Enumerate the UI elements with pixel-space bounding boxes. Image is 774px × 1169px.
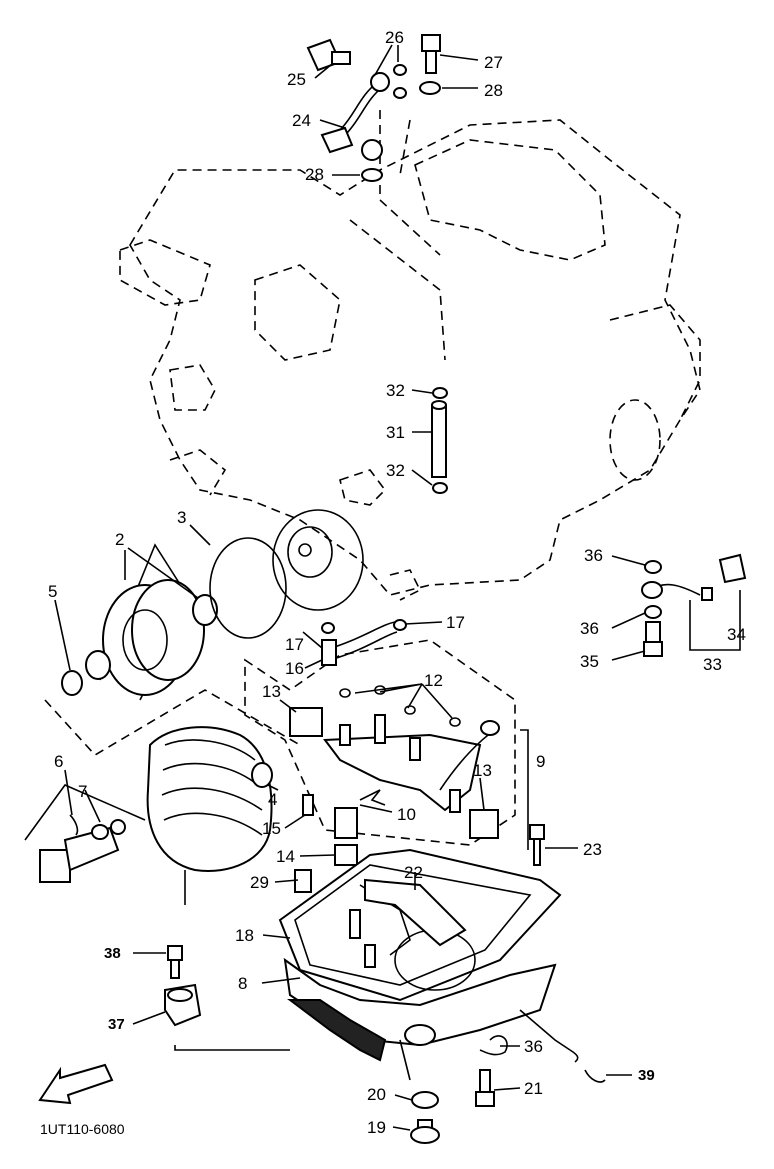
callout-28a: 28 xyxy=(484,81,503,100)
oil-filter-group xyxy=(24,537,301,905)
callout-17a: 17 xyxy=(285,635,304,654)
strainer-group xyxy=(244,619,529,866)
callout-13b: 13 xyxy=(473,761,492,780)
callout-6: 6 xyxy=(54,752,63,771)
leader-lines xyxy=(54,44,646,1131)
callout-36: 36 xyxy=(524,1037,543,1056)
callout-29: 29 xyxy=(250,873,269,892)
callout-23: 23 xyxy=(583,840,602,859)
callout-21: 21 xyxy=(524,1079,543,1098)
drawing-code: 1UT110-6080 xyxy=(40,1121,125,1137)
callout-31b: 32 xyxy=(386,461,405,480)
fwd-arrow-icon xyxy=(38,1063,114,1105)
callout-28b: 28 xyxy=(305,165,324,184)
callout-16: 16 xyxy=(285,659,304,678)
callout-5: 5 xyxy=(48,582,57,601)
callout-4: 4 xyxy=(268,790,277,809)
callout-38: 38 xyxy=(104,945,121,962)
callout-22: 22 xyxy=(404,863,423,882)
callout-14: 14 xyxy=(276,847,295,866)
callout-17b: 17 xyxy=(446,613,465,632)
oil-pipe-assembly xyxy=(306,34,441,182)
callout-2: 2 xyxy=(115,530,124,549)
callout-30: 31 xyxy=(386,423,405,442)
oil-pan xyxy=(174,848,571,1081)
part-labels: 26 27 25 28 24 28 32 31 32 3 2 36 5 17 1… xyxy=(40,28,746,1137)
callout-39: 39 xyxy=(638,1067,655,1084)
callout-7: 7 xyxy=(78,782,87,801)
callout-31a: 32 xyxy=(386,381,405,400)
callout-24: 24 xyxy=(292,111,311,130)
callout-19: 19 xyxy=(367,1118,386,1137)
callout-9: 9 xyxy=(536,752,545,771)
callout-15: 15 xyxy=(262,819,281,838)
callout-26: 26 xyxy=(385,28,404,47)
callout-12: 12 xyxy=(424,671,443,690)
callout-18: 18 xyxy=(235,926,254,945)
oil-pipe-30 xyxy=(431,387,448,494)
callout-10: 10 xyxy=(397,805,416,824)
callout-34: 35 xyxy=(580,652,599,671)
callout-20: 20 xyxy=(367,1085,386,1104)
callout-25: 25 xyxy=(287,70,306,89)
callout-37: 37 xyxy=(108,1016,125,1033)
callout-27: 27 xyxy=(484,53,503,72)
callout-35a: 36 xyxy=(584,546,603,565)
callout-35b: 36 xyxy=(580,619,599,638)
callout-13a: 13 xyxy=(262,682,281,701)
crankcase-outline xyxy=(119,110,701,601)
callout-33: 34 xyxy=(727,625,746,644)
callout-8: 8 xyxy=(238,974,247,993)
callout-3: 3 xyxy=(177,508,186,527)
callout-32: 33 xyxy=(703,655,722,674)
fasteners xyxy=(38,553,747,1144)
filter-housing-plate xyxy=(272,509,364,611)
